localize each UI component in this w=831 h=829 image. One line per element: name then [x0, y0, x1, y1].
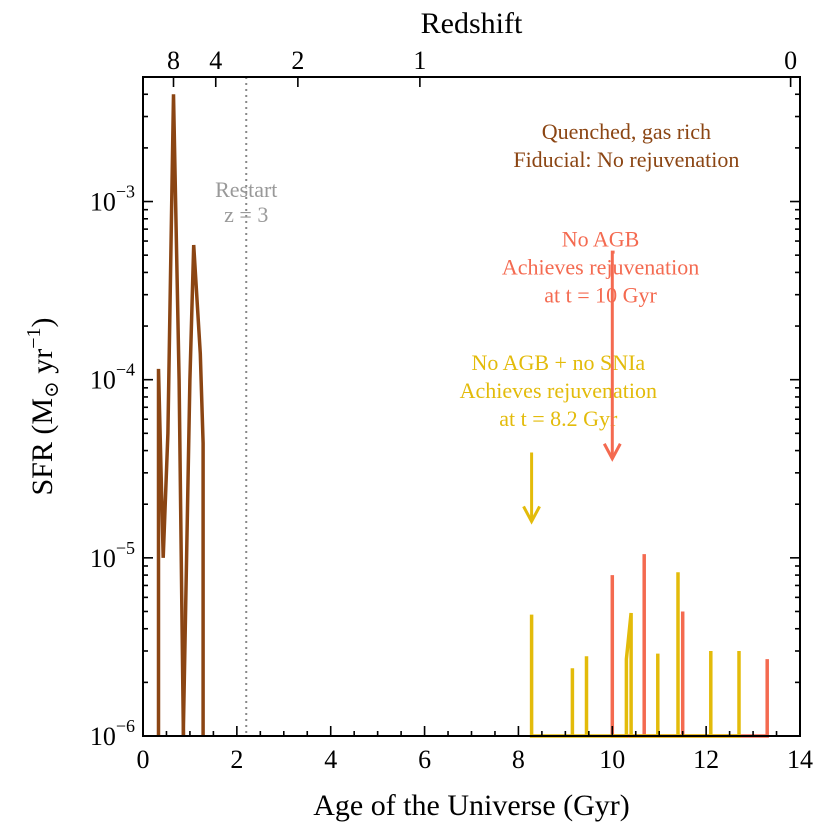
x-tick-label: 14 [787, 745, 813, 774]
top-tick-label: 1 [413, 46, 426, 75]
plot-layer [156, 77, 769, 738]
y-tick-label: 10−5 [90, 538, 135, 573]
annotation-noagb: No AGB [562, 226, 640, 251]
annotation-noagbsnia: at t = 8.2 Gyr [499, 406, 618, 431]
y-tick-exponent: −3 [116, 182, 135, 202]
top-tick-label: 8 [167, 46, 180, 75]
y-tick-label: 10−4 [90, 360, 135, 395]
annotation-noagbsnia: Achieves rejuvenation [460, 378, 657, 403]
y-tick-exponent: −4 [116, 360, 135, 380]
top-axis-label: Redshift [421, 7, 523, 40]
x-tick-label: 8 [512, 745, 525, 774]
noagb-arrow-head [602, 443, 622, 462]
series-line-0 [156, 94, 186, 737]
restart-label-line: Restart [215, 177, 277, 202]
y-tick-label: 10−3 [90, 182, 135, 217]
x-tick-label: 4 [324, 745, 337, 774]
x-tick-label: 2 [230, 745, 243, 774]
series-line-3 [529, 572, 741, 738]
y-tick-label: 10−6 [90, 716, 135, 751]
series-line-2 [610, 554, 769, 738]
annotation-quenched: Fiducial: No rejuvenation [513, 147, 739, 172]
restart-label-line: z = 3 [224, 202, 268, 227]
y-tick-exponent: −6 [116, 716, 135, 736]
x-tick-label: 12 [693, 745, 719, 774]
x-tick-label: 10 [599, 745, 625, 774]
plot-frame [142, 76, 801, 737]
x-axis-label: Age of the Universe (Gyr) [313, 789, 630, 822]
y-tick-base: 10 [90, 366, 116, 395]
annotation-noagbsnia: No AGB + no SNIa [471, 350, 645, 375]
top-tick-label: 4 [209, 46, 222, 75]
annotation-noagb: at t = 10 Gyr [544, 282, 657, 307]
noagb-arrow-shaft [610, 250, 615, 459]
noagbsnia-arrow-head [522, 505, 541, 525]
y-tick-base: 10 [90, 544, 116, 573]
y-axis-label: SFR (M⊙ yr−1) [23, 317, 63, 495]
annotation-noagb: Achieves rejuvenation [502, 254, 699, 279]
annotation-quenched: Quenched, gas rich [542, 119, 711, 144]
top-tick-label: 0 [784, 46, 797, 75]
y-tick-base: 10 [90, 722, 116, 751]
x-tick-label: 0 [137, 745, 150, 774]
y-tick-exponent: −5 [116, 538, 135, 558]
series-line-1 [181, 244, 205, 736]
top-tick-label: 2 [291, 46, 304, 75]
y-tick-base: 10 [90, 188, 116, 217]
x-tick-label: 6 [418, 745, 431, 774]
